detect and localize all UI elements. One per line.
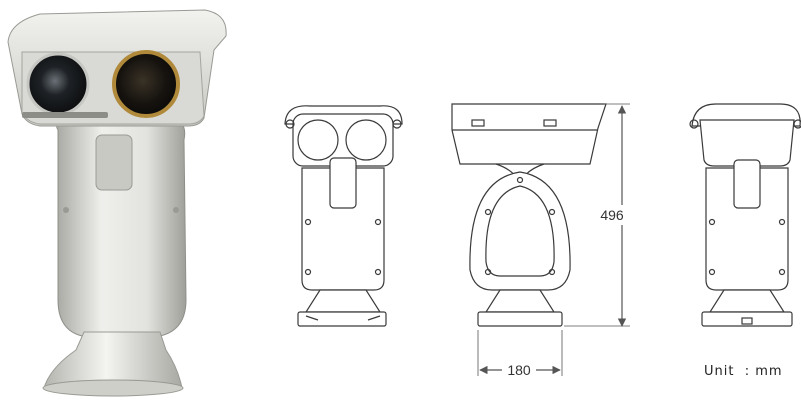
width-dimension-label: 180 [507, 362, 531, 378]
screw-icon [516, 176, 524, 184]
camera-neck [95, 134, 133, 191]
front-neck [329, 157, 357, 209]
rear-connector [741, 317, 753, 325]
rear-neck [733, 159, 761, 209]
camera-base-foot [42, 379, 184, 397]
screw-icon [778, 218, 786, 226]
bolt-icon [543, 119, 557, 127]
thermal-lens-icon [112, 50, 180, 118]
screw-icon [374, 268, 382, 276]
rear-base-foot [701, 311, 793, 327]
width-dimension: 180 [477, 330, 563, 378]
height-dimension: 496 [564, 103, 640, 327]
screw-icon [374, 218, 382, 226]
front-lens-right-icon [345, 119, 387, 161]
bolt-icon [471, 119, 485, 127]
side-sunshield [451, 103, 607, 165]
rear-body [705, 167, 789, 291]
side-body-inner [485, 185, 555, 277]
screw-icon [548, 208, 556, 216]
screw-icon [708, 218, 716, 226]
screw-icon [63, 207, 69, 213]
front-lens-left-icon [297, 119, 339, 161]
camera-photo [7, 9, 227, 397]
side-view-drawing [451, 103, 607, 327]
side-base [484, 289, 556, 313]
screw-icon [778, 268, 786, 276]
unit-label: Unit : mm [704, 364, 783, 379]
screw-icon [548, 268, 556, 276]
front-view-drawing [284, 105, 403, 327]
visible-lens-icon [26, 52, 90, 116]
height-dimension-label: 496 [600, 207, 624, 223]
screw-icon [484, 268, 492, 276]
screw-icon [484, 208, 492, 216]
bolt-icon [689, 119, 699, 129]
screw-icon [304, 218, 312, 226]
screw-icon [304, 268, 312, 276]
rear-base [708, 289, 786, 313]
front-base [304, 289, 382, 313]
front-body [301, 167, 385, 291]
camera-wiper [22, 112, 108, 118]
front-foot-clip [305, 315, 381, 321]
rear-view-drawing [689, 103, 801, 327]
bolt-icon [392, 119, 402, 129]
screw-icon [173, 207, 179, 213]
bolt-icon [285, 119, 295, 129]
front-base-foot [297, 311, 387, 327]
rear-housing [699, 119, 795, 167]
side-base-foot [477, 311, 563, 327]
screw-icon [708, 268, 716, 276]
